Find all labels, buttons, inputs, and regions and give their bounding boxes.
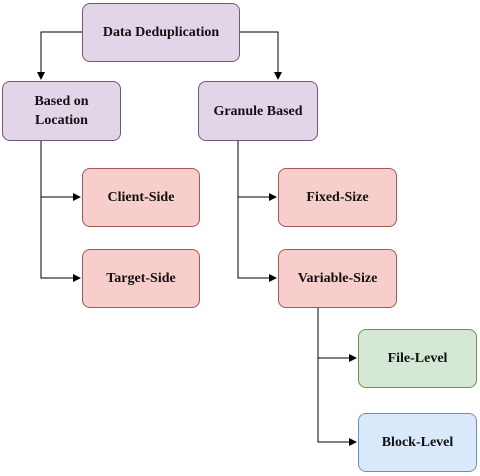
edge-location-to-target bbox=[40, 197, 81, 282]
node-label-line2: Location bbox=[35, 113, 88, 128]
node-client-side: Client-Side bbox=[82, 168, 200, 227]
node-based-on-location: Based on Location bbox=[2, 81, 121, 141]
edge-granule-to-fixed bbox=[237, 141, 277, 201]
node-label: Granule Based bbox=[213, 103, 303, 119]
node-label-group: Based on Location bbox=[30, 92, 92, 130]
edge-granule-to-variable bbox=[237, 197, 277, 282]
node-label-line1: Based on bbox=[34, 94, 89, 109]
node-block-level: Block-Level bbox=[358, 413, 477, 472]
node-label: File-Level bbox=[387, 351, 448, 366]
edge-variable-to-block bbox=[317, 358, 357, 446]
node-label: Fixed-Size bbox=[306, 190, 369, 205]
node-variable-size: Variable-Size bbox=[278, 249, 397, 308]
node-label: Client-Side bbox=[107, 190, 175, 205]
node-label: Variable-Size bbox=[297, 271, 378, 286]
node-target-side: Target-Side bbox=[82, 249, 200, 308]
node-data-deduplication: Data Deduplication bbox=[82, 3, 240, 62]
node-granule-based: Granule Based bbox=[198, 81, 318, 141]
edge-variable-to-file bbox=[317, 308, 357, 362]
node-label: Target-Side bbox=[106, 271, 176, 286]
node-label: Block-Level bbox=[381, 435, 454, 450]
node-label: Data Deduplication bbox=[102, 25, 220, 40]
edge-root-to-location bbox=[37, 31, 82, 80]
node-file-level: File-Level bbox=[358, 329, 477, 388]
edge-location-to-client bbox=[40, 141, 81, 201]
edge-root-to-granule bbox=[240, 31, 282, 80]
node-fixed-size: Fixed-Size bbox=[278, 168, 397, 227]
